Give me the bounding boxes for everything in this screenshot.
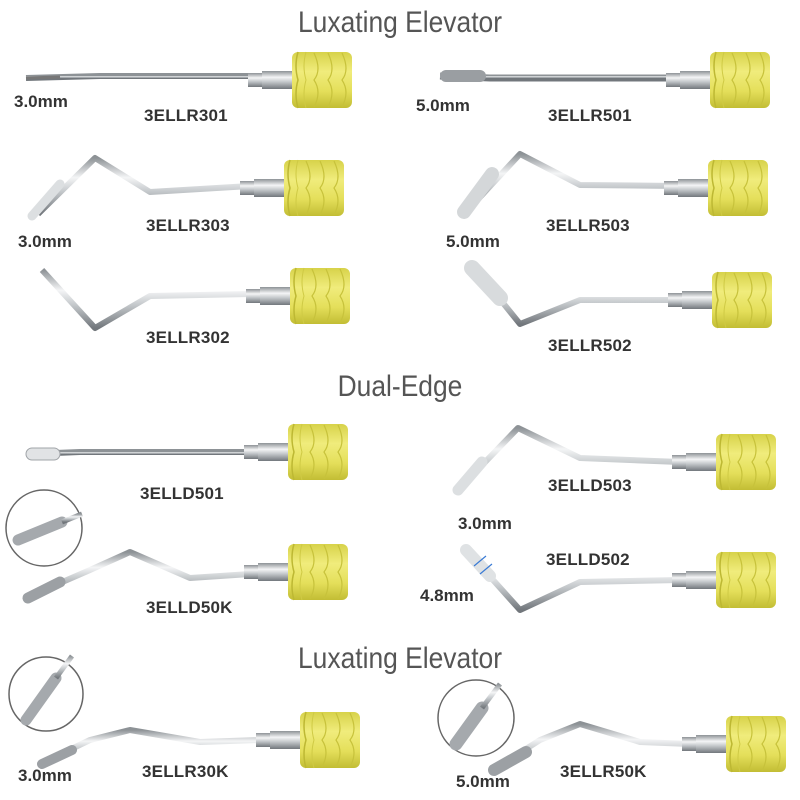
size-label: 5.0mm	[456, 772, 510, 791]
instrument-3ellr301	[25, 51, 353, 109]
instrument-3ellr302	[39, 267, 351, 331]
size-label: 5.0mm	[446, 232, 500, 251]
heading-dual-edge: Dual-Edge	[337, 370, 463, 403]
instrument-3ellld50k	[5, 489, 349, 604]
size-label: 3.0mm	[458, 514, 512, 533]
size-label: 3.0mm	[14, 92, 68, 111]
instrument-3ellr501	[439, 51, 771, 109]
heading-luxating-elevator-top: Luxating Elevator	[298, 6, 502, 39]
product-code: 3ELLD503	[548, 476, 632, 495]
instrument-3ellld503	[452, 425, 777, 496]
instrument-3ellld501	[25, 423, 349, 481]
size-label: 4.8mm	[420, 586, 474, 605]
product-code: 3ELLR302	[146, 328, 230, 347]
instrument-3ellr502	[464, 260, 773, 329]
product-code: 3ELLD501	[140, 484, 224, 503]
product-code: 3ELLD50K	[146, 598, 233, 617]
size-label: 5.0mm	[416, 96, 470, 115]
instrument-3ellr50k	[437, 679, 787, 776]
product-code: 3ELLR301	[144, 106, 228, 125]
instrument-3ellr303	[27, 155, 345, 221]
product-code: 3ELLR503	[546, 216, 630, 235]
product-code: 3ELLR30K	[142, 762, 229, 781]
product-code: 3ELLR50K	[560, 762, 647, 781]
size-label: 3.0mm	[18, 232, 72, 251]
instrument-3ellr503	[457, 151, 769, 219]
product-code: 3ELLD502	[546, 550, 630, 569]
instrument-3ellr30k	[8, 654, 361, 769]
product-code: 3ELLR501	[548, 106, 632, 125]
size-label: 3.0mm	[18, 766, 72, 785]
instrument-3ellld502	[460, 544, 777, 613]
product-code: 3ELLR303	[146, 216, 230, 235]
heading-luxating-elevator-bottom: Luxating Elevator	[298, 642, 502, 675]
product-code: 3ELLR502	[548, 336, 632, 355]
